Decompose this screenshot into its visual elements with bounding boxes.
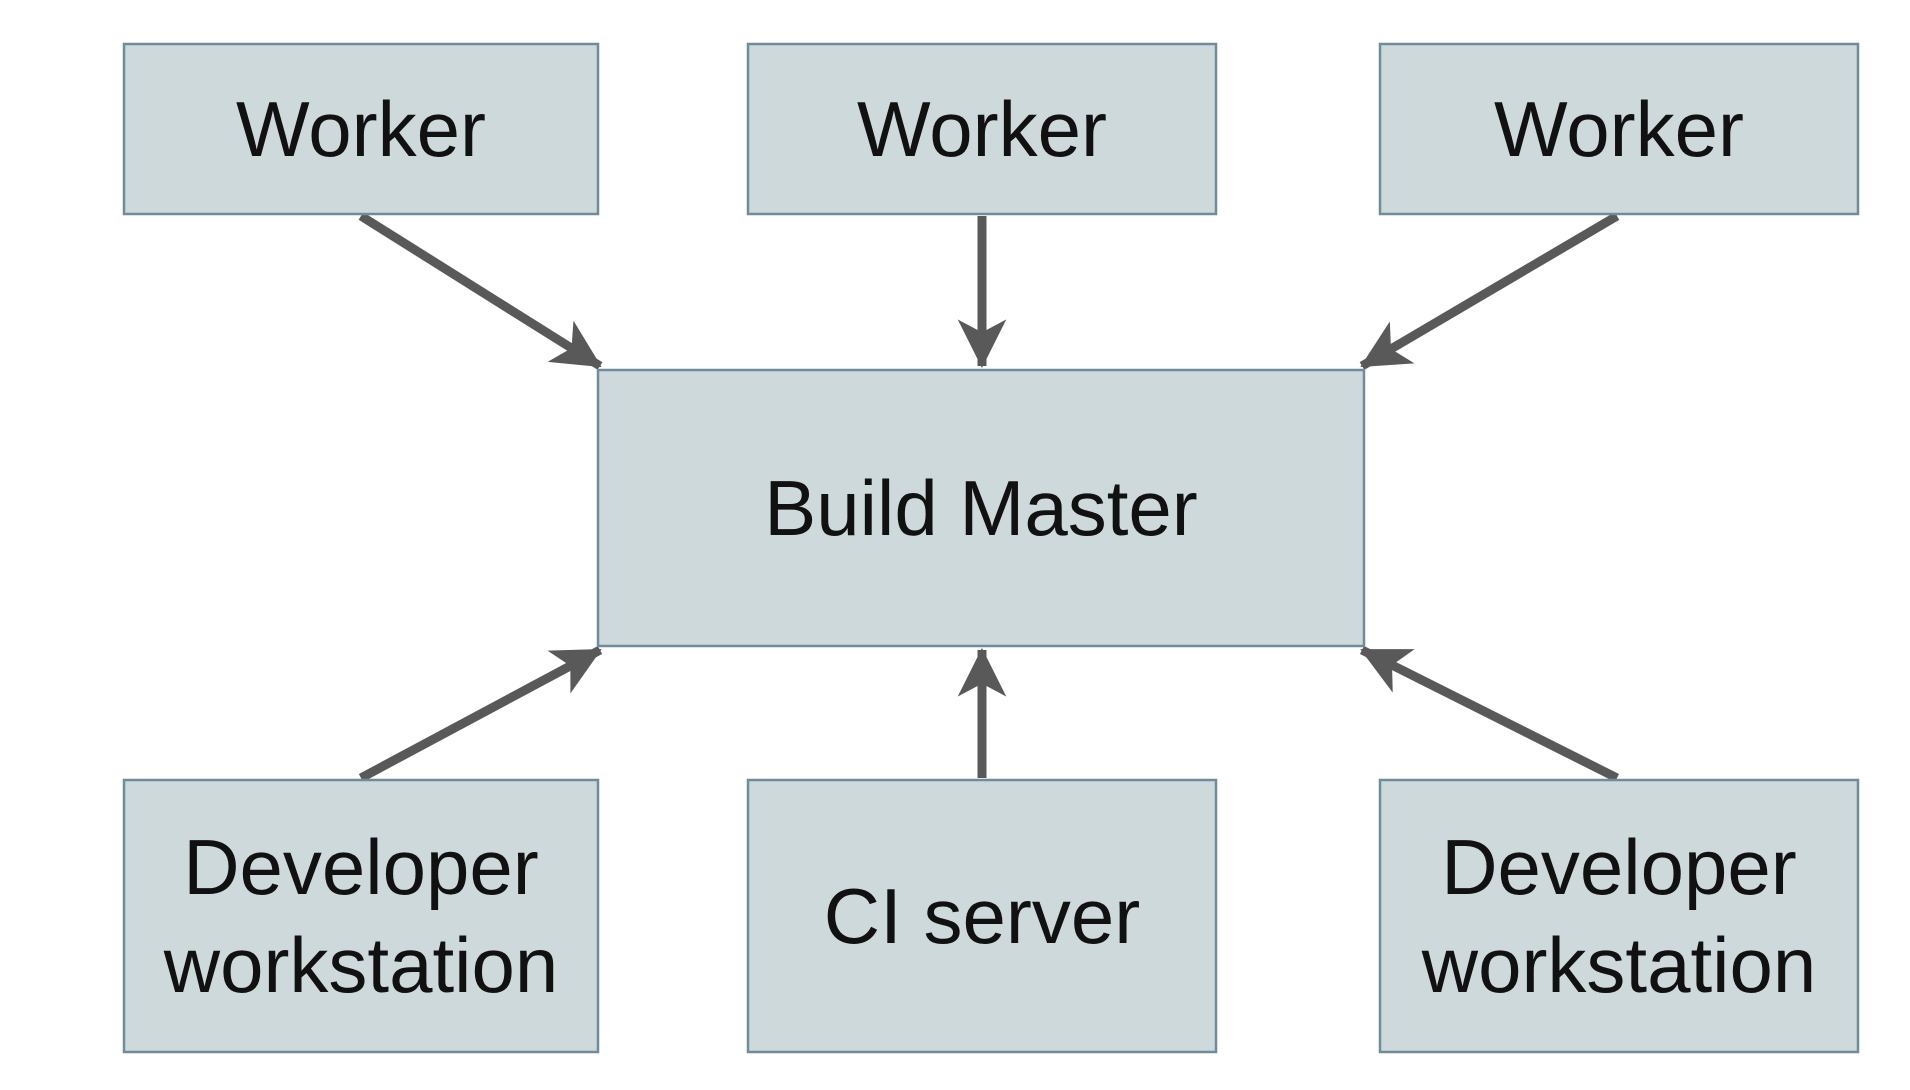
edge-worker-right-to-build-master bbox=[1359, 212, 1620, 370]
node-worker-left-box bbox=[122, 42, 600, 216]
node-worker-right-label: Worker bbox=[1494, 85, 1744, 173]
node-ci-server-label: CI server bbox=[824, 872, 1140, 960]
node-build-master-box bbox=[596, 368, 1366, 648]
node-worker-right: Worker bbox=[1378, 42, 1860, 216]
node-worker-center: Worker bbox=[746, 42, 1218, 216]
node-dev-left-box bbox=[122, 778, 600, 1054]
edge-dev-left-to-build-master bbox=[358, 646, 603, 782]
node-worker-left: Worker bbox=[122, 42, 600, 216]
edge-dev-right-to-build-master bbox=[1359, 645, 1620, 783]
node-dev-right-box bbox=[1378, 778, 1860, 1054]
node-build-master-label: Build Master bbox=[764, 464, 1198, 552]
node-ci-server: CI server bbox=[746, 778, 1218, 1054]
node-worker-center-label: Worker bbox=[857, 85, 1107, 173]
node-worker-left-label: Worker bbox=[236, 85, 486, 173]
node-build-master: Build Master bbox=[596, 368, 1366, 648]
edge-worker-left-to-build-master bbox=[358, 212, 603, 370]
node-worker-center-box bbox=[746, 42, 1218, 216]
node-ci-server-box bbox=[746, 778, 1218, 1054]
node-worker-right-box bbox=[1378, 42, 1860, 216]
